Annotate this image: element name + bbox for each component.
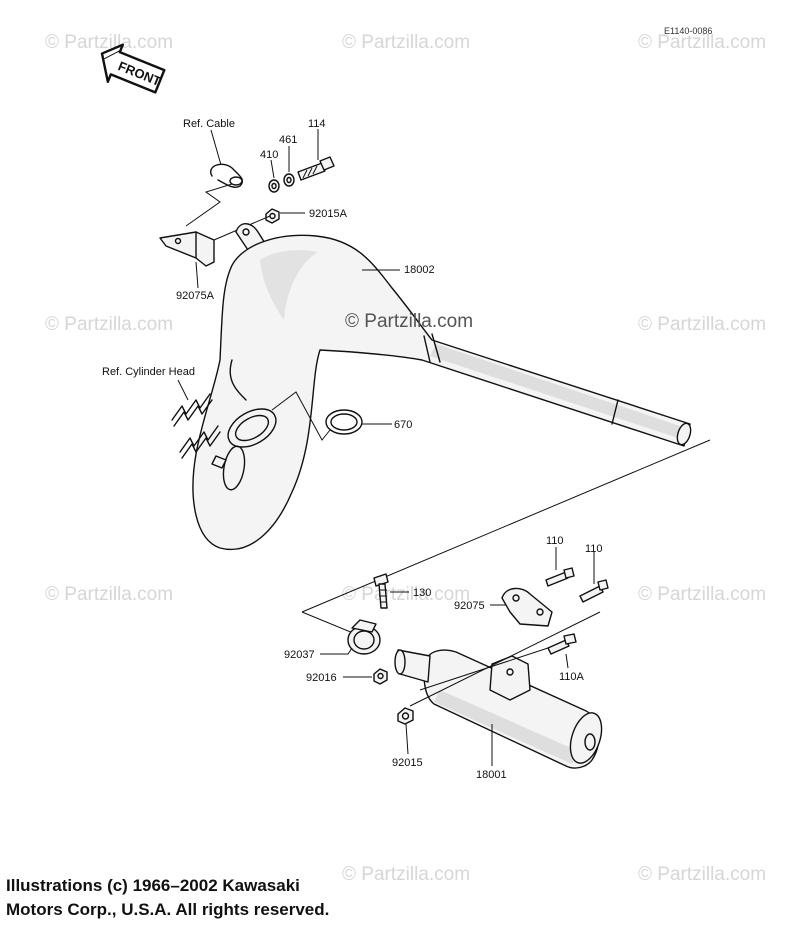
label-130: 130 [413, 587, 431, 599]
label-92037: 92037 [284, 649, 315, 661]
label-18001: 18001 [476, 769, 507, 781]
label-670: 670 [394, 419, 412, 431]
label-110-right: 110 [585, 543, 603, 555]
copyright-notice: Illustrations (c) 1966–2002 Kawasaki Mot… [6, 874, 606, 922]
watermark: © Partzilla.com [342, 864, 470, 885]
watermark: © Partzilla.com [342, 584, 470, 605]
center-watermark: © Partzilla.com [345, 311, 473, 332]
bracket-92075A [159, 231, 215, 267]
copyright-line-1: Illustrations (c) 1966–2002 Kawasaki [6, 876, 300, 895]
bolt-114 [297, 156, 335, 181]
leader-lines [177, 129, 595, 766]
label-461: 461 [279, 134, 297, 146]
nut-92016 [373, 668, 388, 685]
watermark: © Partzilla.com [638, 864, 766, 885]
watermark: © Partzilla.com [45, 32, 173, 53]
washer-461 [283, 173, 295, 187]
label-110-left: 110 [546, 535, 564, 547]
label-92075: 92075 [454, 600, 485, 612]
bracket-92075 [501, 587, 553, 627]
watermark: © Partzilla.com [342, 32, 470, 53]
label-110A: 110A [559, 671, 585, 683]
bolt-110-left [545, 567, 575, 587]
diagram-code: E1140-0086 [664, 26, 712, 36]
label-92015: 92015 [392, 757, 423, 769]
muffler-18001 [394, 649, 603, 769]
watermark: © Partzilla.com [45, 314, 173, 335]
nut-92015 [397, 707, 414, 725]
label-ref-cylinder-head: Ref. Cylinder Head [102, 366, 195, 378]
label-114: 114 [308, 118, 326, 130]
label-92075A: 92075A [176, 290, 215, 302]
clamp-92037 [347, 619, 381, 655]
label-410: 410 [260, 149, 278, 161]
watermark: © Partzilla.com [638, 584, 766, 605]
bolt-110-right [579, 579, 609, 603]
gasket-670 [325, 409, 363, 435]
watermark: © Partzilla.com [45, 584, 173, 605]
bolt-130 [373, 573, 389, 609]
nut-92015A [265, 208, 280, 224]
cable-clip [210, 163, 244, 189]
label-92016: 92016 [306, 672, 337, 684]
watermark-layer: © Partzilla.com © Partzilla.com © Partzi… [45, 32, 766, 885]
copyright-line-2: Motors Corp., U.S.A. All rights reserved… [6, 900, 330, 919]
watermark: © Partzilla.com [638, 314, 766, 335]
washer-410 [268, 179, 280, 193]
label-92015A: 92015A [309, 208, 348, 220]
expansion-chamber-18002 [192, 223, 692, 551]
watermark: © Partzilla.com [638, 32, 766, 53]
label-ref-cable: Ref. Cable [183, 118, 235, 130]
bolt-110A [547, 633, 577, 655]
label-18002: 18002 [404, 264, 435, 276]
spring-pair [171, 393, 221, 459]
